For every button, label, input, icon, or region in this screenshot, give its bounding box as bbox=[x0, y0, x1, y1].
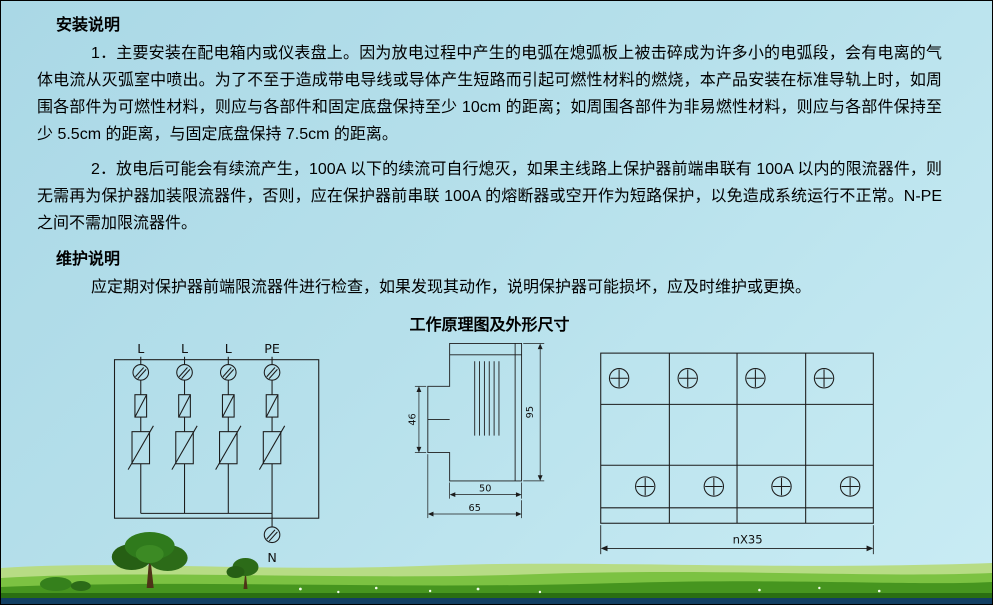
bush bbox=[39, 577, 91, 591]
terminal-screws bbox=[608, 368, 861, 497]
screw-head bbox=[839, 476, 861, 497]
dim-module-width-label: nX35 bbox=[733, 533, 763, 547]
screw-head bbox=[771, 476, 792, 497]
arrester-branch bbox=[171, 356, 198, 514]
screw-head bbox=[608, 368, 630, 389]
screw-head bbox=[677, 368, 698, 389]
device-profile-outline bbox=[427, 343, 523, 482]
dim-body-width-label: 50 bbox=[479, 483, 491, 494]
terminal-label-l1: L bbox=[137, 343, 144, 356]
screw-head bbox=[745, 368, 766, 389]
terminal-label-pe: PE bbox=[264, 343, 280, 356]
neutral-label: N bbox=[267, 550, 276, 565]
dim-body-width: 50 bbox=[449, 482, 522, 499]
diagram-section-title: 工作原理图及外形尺寸 bbox=[409, 317, 570, 334]
landscape-footer bbox=[1, 526, 992, 604]
face-lines bbox=[600, 403, 874, 509]
arrester-branch bbox=[215, 356, 242, 514]
install-heading: 安装说明 bbox=[56, 17, 121, 34]
arrester-branch bbox=[127, 356, 154, 514]
vent-slots bbox=[474, 361, 500, 436]
footer-band bbox=[1, 598, 992, 604]
neutral-terminal bbox=[263, 513, 281, 544]
dim-total-depth-label: 65 bbox=[469, 503, 481, 514]
small-tree bbox=[226, 558, 259, 589]
install-paragraph-2: 2．放电后可能会有续流产生，100A 以下的续流可自行熄灭，如果主线路上保护器前… bbox=[37, 161, 942, 232]
manual-content: 安装说明 1．主要安装在配电箱内或仪表盘上。因为放电过程中产生的电弧在熄弧板上被… bbox=[1, 1, 992, 567]
dim-total-height-label: 95 bbox=[525, 406, 536, 418]
maintenance-heading: 维护说明 bbox=[56, 251, 121, 268]
dim-rail-height-label: 46 bbox=[408, 413, 419, 425]
terminal-label-l3: L bbox=[225, 343, 232, 356]
install-paragraph-1: 1．主要安装在配电箱内或仪表盘上。因为放电过程中产生的电弧在熄弧板上被击碎成为许… bbox=[37, 45, 942, 143]
screw-head bbox=[703, 476, 725, 497]
tree bbox=[111, 532, 188, 588]
diagram-row: L L L PE N bbox=[37, 337, 942, 567]
screw-head bbox=[813, 368, 835, 389]
front-view-svg: nX35 bbox=[600, 352, 874, 555]
screw-head bbox=[635, 476, 656, 497]
module-dividers bbox=[668, 353, 807, 524]
enclosure-outline bbox=[113, 359, 320, 519]
dim-total-depth: 65 bbox=[427, 454, 522, 519]
dim-module-width: nX35 bbox=[600, 525, 874, 555]
side-view-svg: 46 95 50 bbox=[408, 343, 545, 519]
dim-total-height: 95 bbox=[523, 343, 545, 482]
arrester-branch bbox=[258, 356, 286, 514]
circuit-diagram-svg: L L L PE N bbox=[113, 343, 320, 565]
terminal-label-l2: L bbox=[181, 343, 188, 356]
flowers bbox=[298, 586, 881, 594]
maintenance-paragraph: 应定期对保护器前端限流器件进行检查，如果发现其动作，说明保护器可能损坏，应及时维… bbox=[91, 279, 812, 296]
landscape-svg bbox=[1, 532, 992, 604]
dim-rail-height: 46 bbox=[408, 385, 427, 453]
